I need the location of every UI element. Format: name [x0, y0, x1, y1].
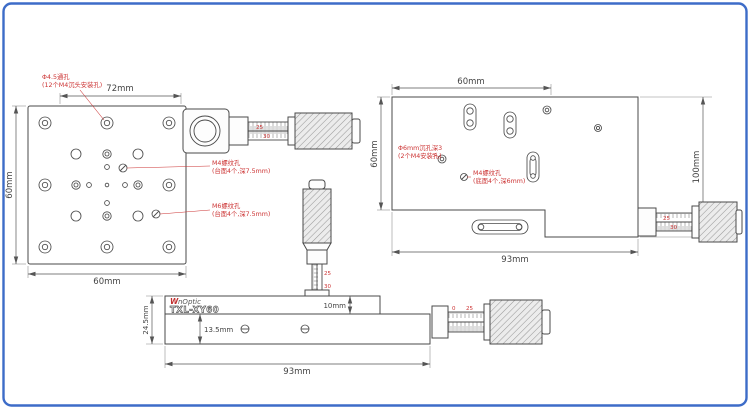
dim-93mm-bottom: 93mm [391, 212, 639, 265]
scale-number: 0 [452, 306, 456, 312]
dim-label: 72mm [106, 84, 133, 94]
micrometer-x-side: 0 25 [431, 299, 551, 345]
slotted-screw-2 [151, 209, 161, 219]
scale-number: 30 [670, 225, 677, 231]
scale-number: 25 [663, 216, 670, 222]
svg-text:M6螺纹孔: M6螺纹孔 [212, 201, 241, 210]
small-hole-top [542, 105, 552, 115]
svg-text:Φ6mm沉孔深3: Φ6mm沉孔深3 [398, 143, 442, 152]
micrometer-thimble[interactable] [287, 116, 296, 146]
dim-93mm-bottom: 93mm [164, 346, 431, 377]
svg-text:(台面4个,深7.5mm): (台面4个,深7.5mm) [212, 209, 270, 218]
scale-number: 25 [256, 125, 263, 131]
micrometer-cap[interactable] [735, 209, 743, 235]
svg-text:(底面4个,深6mm): (底面4个,深6mm) [473, 176, 525, 185]
micrometer-thimble[interactable] [483, 303, 491, 341]
dim-label: 60mm [370, 140, 380, 167]
dim-60mm-top: 60mm [391, 77, 552, 95]
callout-m6-taps: M6螺纹孔 (台面4个,深7.5mm) [159, 201, 270, 218]
face-screw-1 [240, 324, 250, 334]
face-screw-2 [300, 324, 310, 334]
svg-text:(12个M4沉头安装孔): (12个M4沉头安装孔) [42, 80, 102, 89]
micrometer-body [637, 207, 657, 237]
brand-accent: W [170, 297, 179, 306]
svg-text:(2个M4安装孔): (2个M4安装孔) [398, 151, 442, 160]
micrometer-body [228, 116, 249, 146]
scale-number: 30 [263, 134, 270, 140]
dim-72mm: 72mm [59, 84, 182, 104]
center-hole-pattern [86, 164, 128, 206]
dim-label: 10mm [323, 302, 346, 310]
dim-13-5mm: 13.5mm [197, 314, 233, 344]
counterbore-holes [38, 116, 176, 254]
dim-label: 60mm [5, 171, 15, 198]
stage-side-bottom-plate [164, 313, 431, 345]
micrometer-thimble[interactable] [691, 205, 700, 239]
callout-m4-bottom: M4螺纹孔 (底面4个,深6mm) [467, 168, 525, 185]
view-back: 60mm 60mm 93mm 100mm 25 30 [370, 77, 743, 265]
micrometer-barrel[interactable] [489, 299, 543, 345]
scale-number: 30 [324, 284, 331, 290]
dim-label: 60mm [93, 277, 120, 287]
dim-60mm-left: 60mm [5, 105, 26, 265]
adjust-slot-a [463, 103, 477, 131]
brand-text: nOptic [178, 298, 201, 306]
dim-label: 24.5mm [142, 305, 150, 334]
micrometer-barrel[interactable] [302, 188, 332, 244]
callout-through-holes: Φ4.5通孔 (12个M4沉头安装孔) [42, 72, 105, 121]
horizontal-slot [471, 219, 529, 235]
dim-label: 93mm [283, 367, 310, 377]
svg-text:(台面4个,深7.5mm): (台面4个,深7.5mm) [212, 166, 270, 175]
micrometer-x-top: 25 30 [182, 108, 361, 154]
micrometer-barrel[interactable] [698, 201, 738, 243]
callout-m4-taps: M4螺纹孔 (台面4个,深7.5mm) [126, 158, 270, 175]
small-hole-right [594, 124, 602, 132]
micrometer-y-back: 25 30 [637, 201, 743, 243]
scale-number: 25 [466, 306, 473, 312]
micrometer-barrel[interactable] [294, 112, 353, 150]
svg-text:M4螺纹孔: M4螺纹孔 [212, 158, 241, 167]
micrometer-thimble[interactable] [302, 242, 332, 251]
view-side: W nOptic TXL-XY60 25 30 0 25 [142, 179, 551, 377]
micrometer-z-vertical: 25 30 [302, 179, 332, 297]
view-top: 25 30 72mm 60mm 60mm Φ4.5通孔 [5, 72, 361, 287]
dim-24-5mm-left: 24.5mm [142, 295, 163, 345]
slotted-screw-1 [118, 163, 128, 173]
dim-label: 60mm [457, 77, 484, 87]
micrometer-cap[interactable] [541, 309, 551, 335]
logo: W nOptic TXL-XY60 [170, 297, 219, 316]
mount-nut [304, 289, 330, 297]
stage-back-plate [391, 96, 639, 238]
scale-number: 25 [324, 271, 331, 277]
dim-60mm-bottom: 60mm [27, 266, 187, 287]
lock-knob[interactable] [189, 115, 221, 147]
svg-text:M4螺纹孔: M4螺纹孔 [473, 168, 502, 177]
dim-label: 93mm [501, 255, 528, 265]
model-number: TXL-XY60 [170, 306, 219, 316]
micrometer-cap[interactable] [308, 179, 326, 190]
micrometer-body [431, 305, 449, 339]
micrometer-cap[interactable] [351, 118, 361, 144]
dim-label: 100mm [692, 151, 702, 184]
dim-60mm-left: 60mm [370, 96, 390, 211]
vertical-slot [526, 151, 540, 183]
micrometer-body [306, 249, 328, 265]
dim-10mm: 10mm [323, 296, 353, 314]
adjust-slot-b [503, 111, 517, 139]
dim-label: 13.5mm [204, 326, 233, 334]
slotted-screw [460, 173, 468, 181]
svg-text:Φ4.5通孔: Φ4.5通孔 [42, 72, 70, 81]
callout-counterbore: Φ6mm沉孔深3 (2个M4安装孔) [398, 143, 442, 160]
tapped-holes [70, 148, 144, 222]
